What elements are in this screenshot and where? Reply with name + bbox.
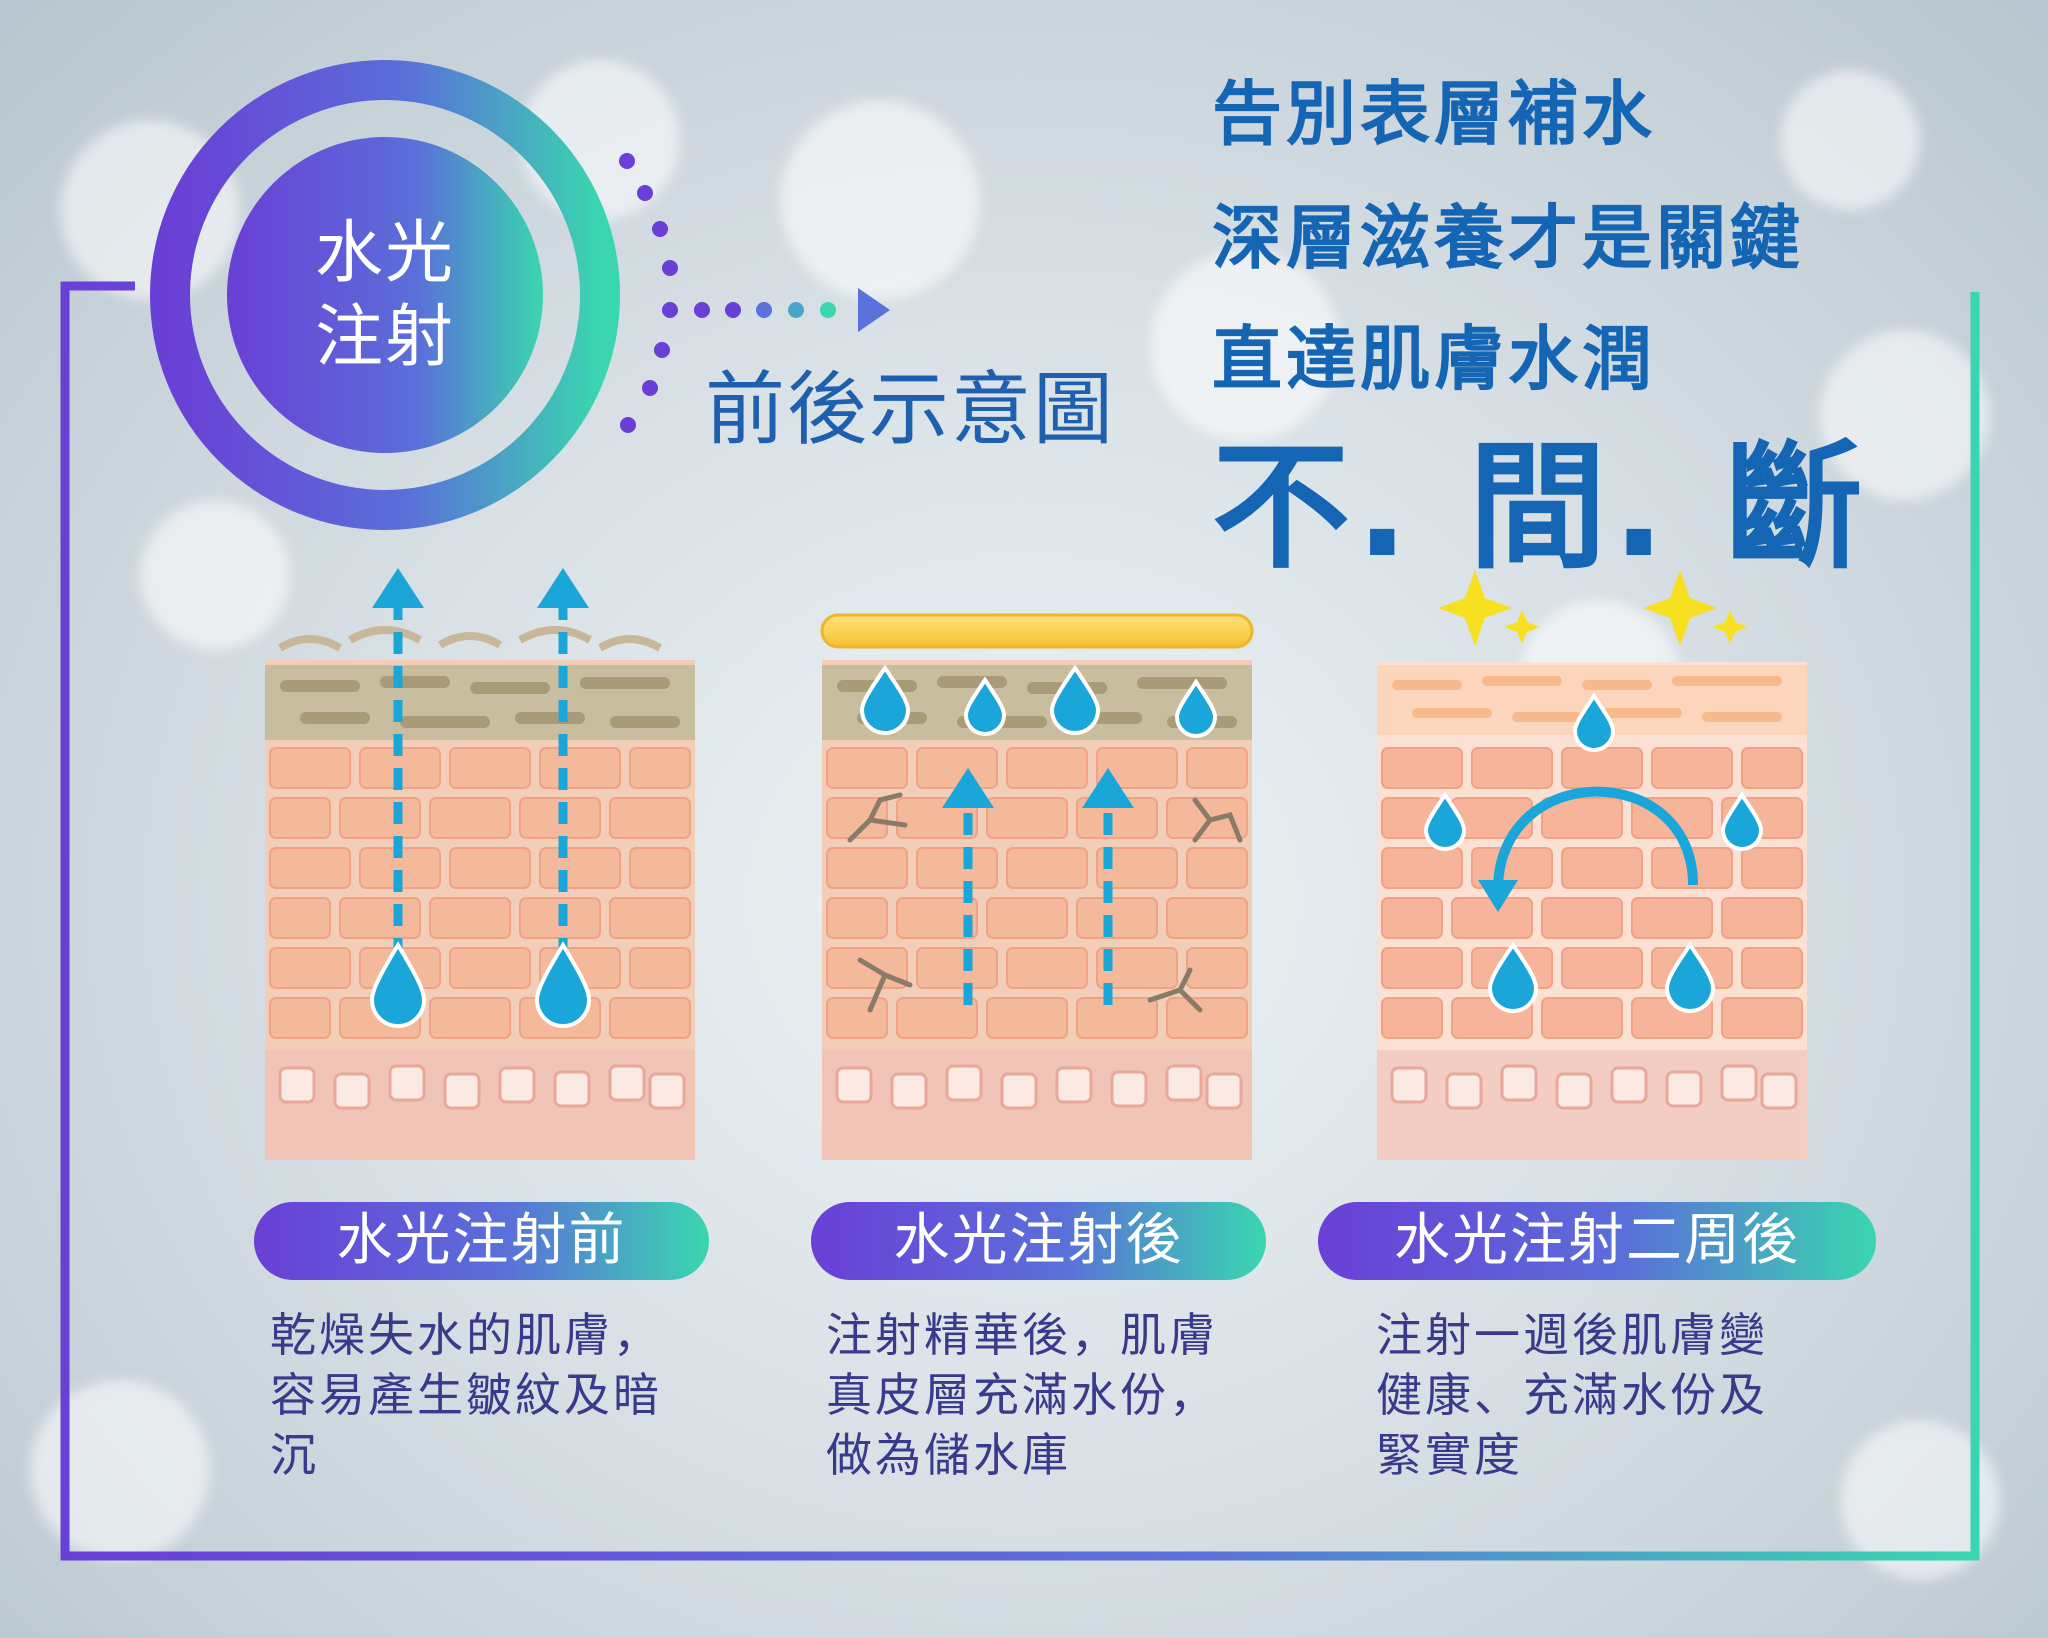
bokeh-light xyxy=(1780,70,1920,210)
bokeh-light xyxy=(1150,250,1340,440)
badge-title: 水光 注射 xyxy=(225,212,545,380)
circulation-arrow xyxy=(1493,786,1698,889)
headline-line-2: 深層滋養才是關鍵 xyxy=(1212,197,1804,279)
sparkle-stars xyxy=(1438,570,1748,646)
bokeh-light xyxy=(780,100,980,300)
badge-line-1: 水光 xyxy=(314,214,455,293)
bokeh-light xyxy=(30,1380,210,1560)
label-two-weeks: 水光注射二周後 xyxy=(1318,1202,1876,1280)
badge-ring xyxy=(150,60,620,530)
diagram-subtitle: 前後示意圖 xyxy=(705,363,1115,456)
label-before: 水光注射前 xyxy=(254,1202,709,1280)
badge-line-2: 注射 xyxy=(314,298,455,377)
dotted-arrow xyxy=(619,153,890,433)
headline-line-1: 告別表層補水 xyxy=(1212,73,1656,155)
bokeh-light xyxy=(1820,330,1990,500)
description-after: 注射精華後，肌膚 真皮層充滿水份， 做為儲水庫 xyxy=(826,1308,1218,1482)
headline-line-3: 直達肌膚水潤 xyxy=(1212,318,1656,400)
skin-panel-before xyxy=(265,568,695,1160)
serum-layer xyxy=(820,613,1254,649)
description-two-weeks: 注射一週後肌膚變 健康、充滿水份及 緊實度 xyxy=(1376,1308,1768,1482)
label-after: 水光注射後 xyxy=(811,1202,1266,1280)
bokeh-light xyxy=(140,500,290,650)
skin-panel-after xyxy=(820,613,1254,1160)
outer-frame xyxy=(60,281,1980,1561)
description-before: 乾燥失水的肌膚， 容易產生皺紋及暗 沉 xyxy=(270,1308,662,1482)
skin-panel-two-weeks xyxy=(1377,662,1807,1160)
headline-emphasis: 不. 間. 斷 xyxy=(1212,427,1869,588)
